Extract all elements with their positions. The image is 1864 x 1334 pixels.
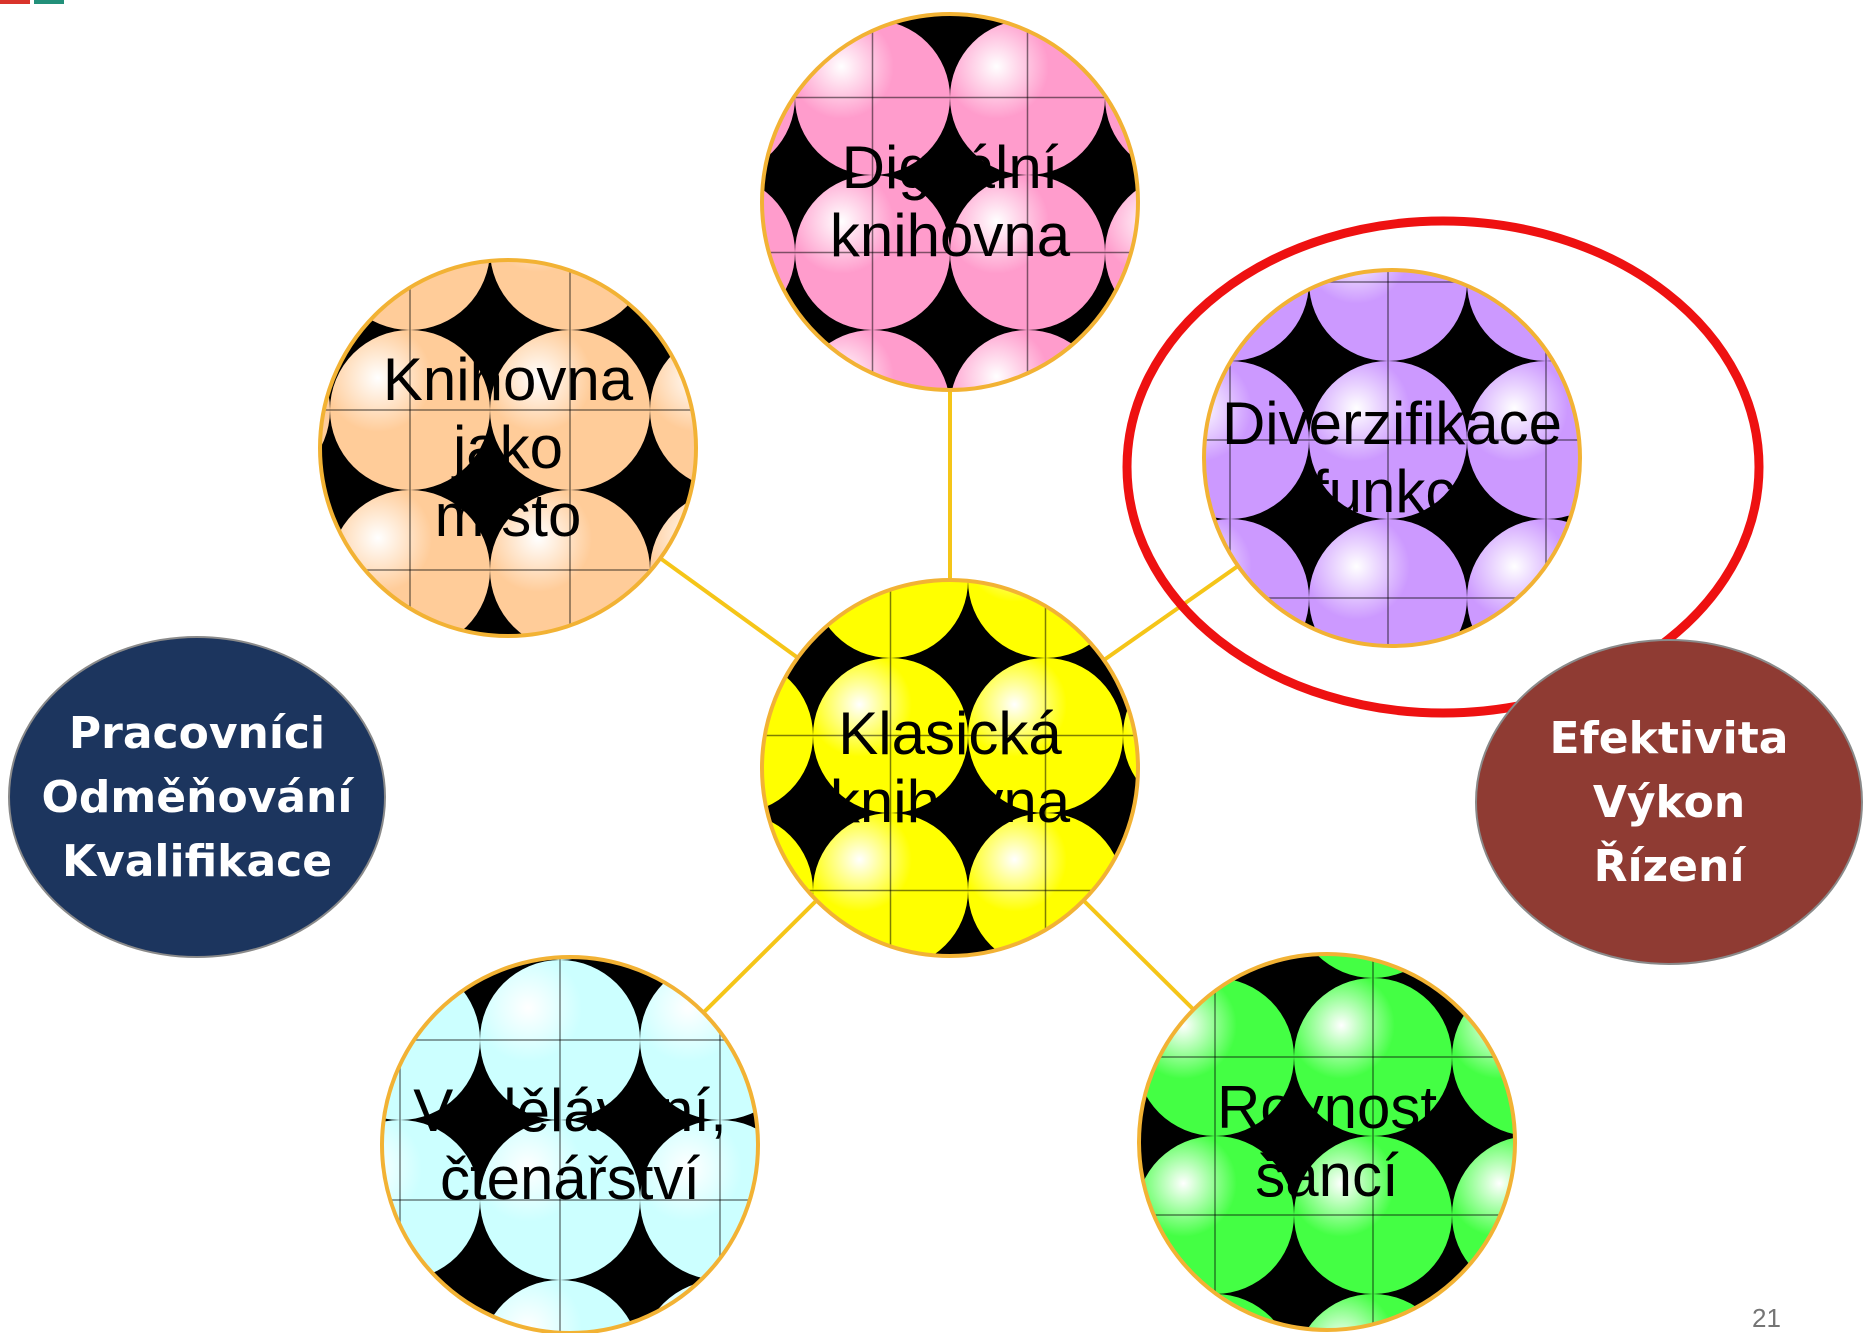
node-knihovna-jako-misto-label-line: místo xyxy=(435,482,582,549)
nodes-layer: DigitálníknihovnaKnihovnajakomístoDiverz… xyxy=(318,12,1582,1333)
node-diverzifikace-funkci-circle xyxy=(1202,268,1582,648)
center-node-klasicka-knihovna-circle xyxy=(760,578,1140,958)
center-node-klasicka-knihovna-label-line: Klasická xyxy=(838,700,1062,767)
side-oval-efektivita-shape xyxy=(1475,639,1863,965)
node-rovnost-sanci-label-line: šancí xyxy=(1255,1142,1399,1209)
center-node-klasicka-knihovna-label-line: knihovna xyxy=(830,768,1071,835)
node-vzdelavani-ctenarstvi-label-line: čtenářství xyxy=(440,1145,700,1212)
side-oval-efektivita-label-line: Efektivita xyxy=(1550,713,1789,764)
node-vzdelavani-ctenarstvi-label-line: Vzdělávaní, xyxy=(413,1077,727,1144)
node-rovnost-sanci-circle xyxy=(1137,952,1517,1332)
side-oval-pracovnici-label-line: Odměňování xyxy=(42,772,356,823)
node-digitalni-knihovna-label-line: knihovna xyxy=(830,202,1071,269)
node-digitalni-knihovna-circle xyxy=(760,12,1140,392)
node-diverzifikace-funkci-label-line: Diverzifikace xyxy=(1222,390,1562,457)
side-oval-efektivita-label-line: Řízení xyxy=(1594,839,1748,892)
side-oval-pracovnici-label-line: Pracovníci xyxy=(69,708,325,759)
node-digitalni-knihovna-label-line: Digitální xyxy=(842,134,1059,201)
side-oval-pracovnici-shape xyxy=(8,636,386,958)
corner-accent-red xyxy=(0,0,30,4)
node-vzdelavani-ctenarstvi: Vzdělávaní,čtenářství xyxy=(380,955,760,1333)
node-vzdelavani-ctenarstvi-circle xyxy=(380,955,760,1333)
side-oval-pracovnici-label-line: Kvalifikace xyxy=(62,836,332,887)
corner-accent-teal xyxy=(34,0,64,4)
node-knihovna-jako-misto-label-line: Knihovna xyxy=(383,346,634,413)
node-knihovna-jako-misto-circle xyxy=(318,258,698,638)
node-knihovna-jako-misto-label-line: jako xyxy=(451,414,563,481)
slide-number: 21 xyxy=(1752,1303,1781,1333)
side-oval-efektivita-label-line: Výkon xyxy=(1593,777,1745,828)
node-diverzifikace-funkci-label-line: funkcí xyxy=(1312,458,1472,525)
highlight-ring xyxy=(1122,216,1764,718)
node-rovnost-sanci-label-line: Rovnost xyxy=(1217,1074,1437,1141)
